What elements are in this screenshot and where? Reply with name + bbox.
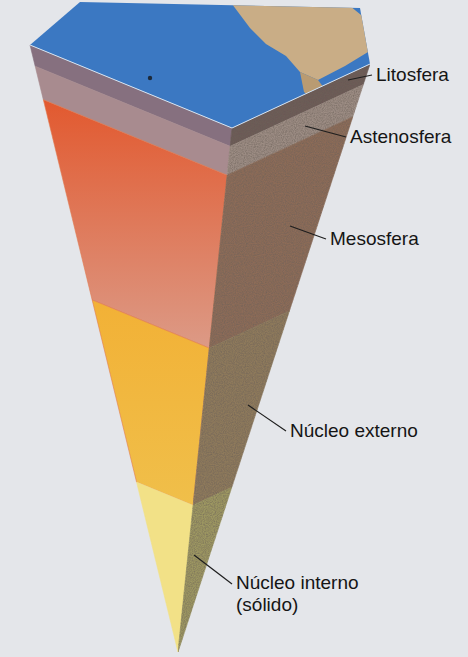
- right-face-layer: [193, 311, 289, 505]
- left-face-layer: [43, 100, 227, 348]
- leader-line: [305, 126, 346, 137]
- leader-line: [290, 226, 326, 239]
- leader-line: [348, 75, 372, 80]
- surface-map: [30, 0, 372, 128]
- leader-line: [194, 555, 232, 584]
- layer-label: Núcleo interno (sólido): [236, 572, 386, 616]
- layer-label: Núcleo externo: [290, 420, 418, 442]
- left-face-layer: [92, 300, 209, 505]
- cone-faces: [30, 45, 370, 652]
- layer-label: Mesosfera: [330, 228, 419, 250]
- island: [148, 76, 152, 80]
- continent: [232, 0, 372, 80]
- layer-label: Astenosfera: [350, 126, 451, 148]
- right-face-layer: [178, 487, 232, 652]
- layer-label: Litosfera: [376, 64, 449, 86]
- continent: [300, 72, 330, 104]
- leader-line: [248, 405, 286, 431]
- edge-highlight: [30, 45, 370, 128]
- leader-lines: [194, 75, 372, 584]
